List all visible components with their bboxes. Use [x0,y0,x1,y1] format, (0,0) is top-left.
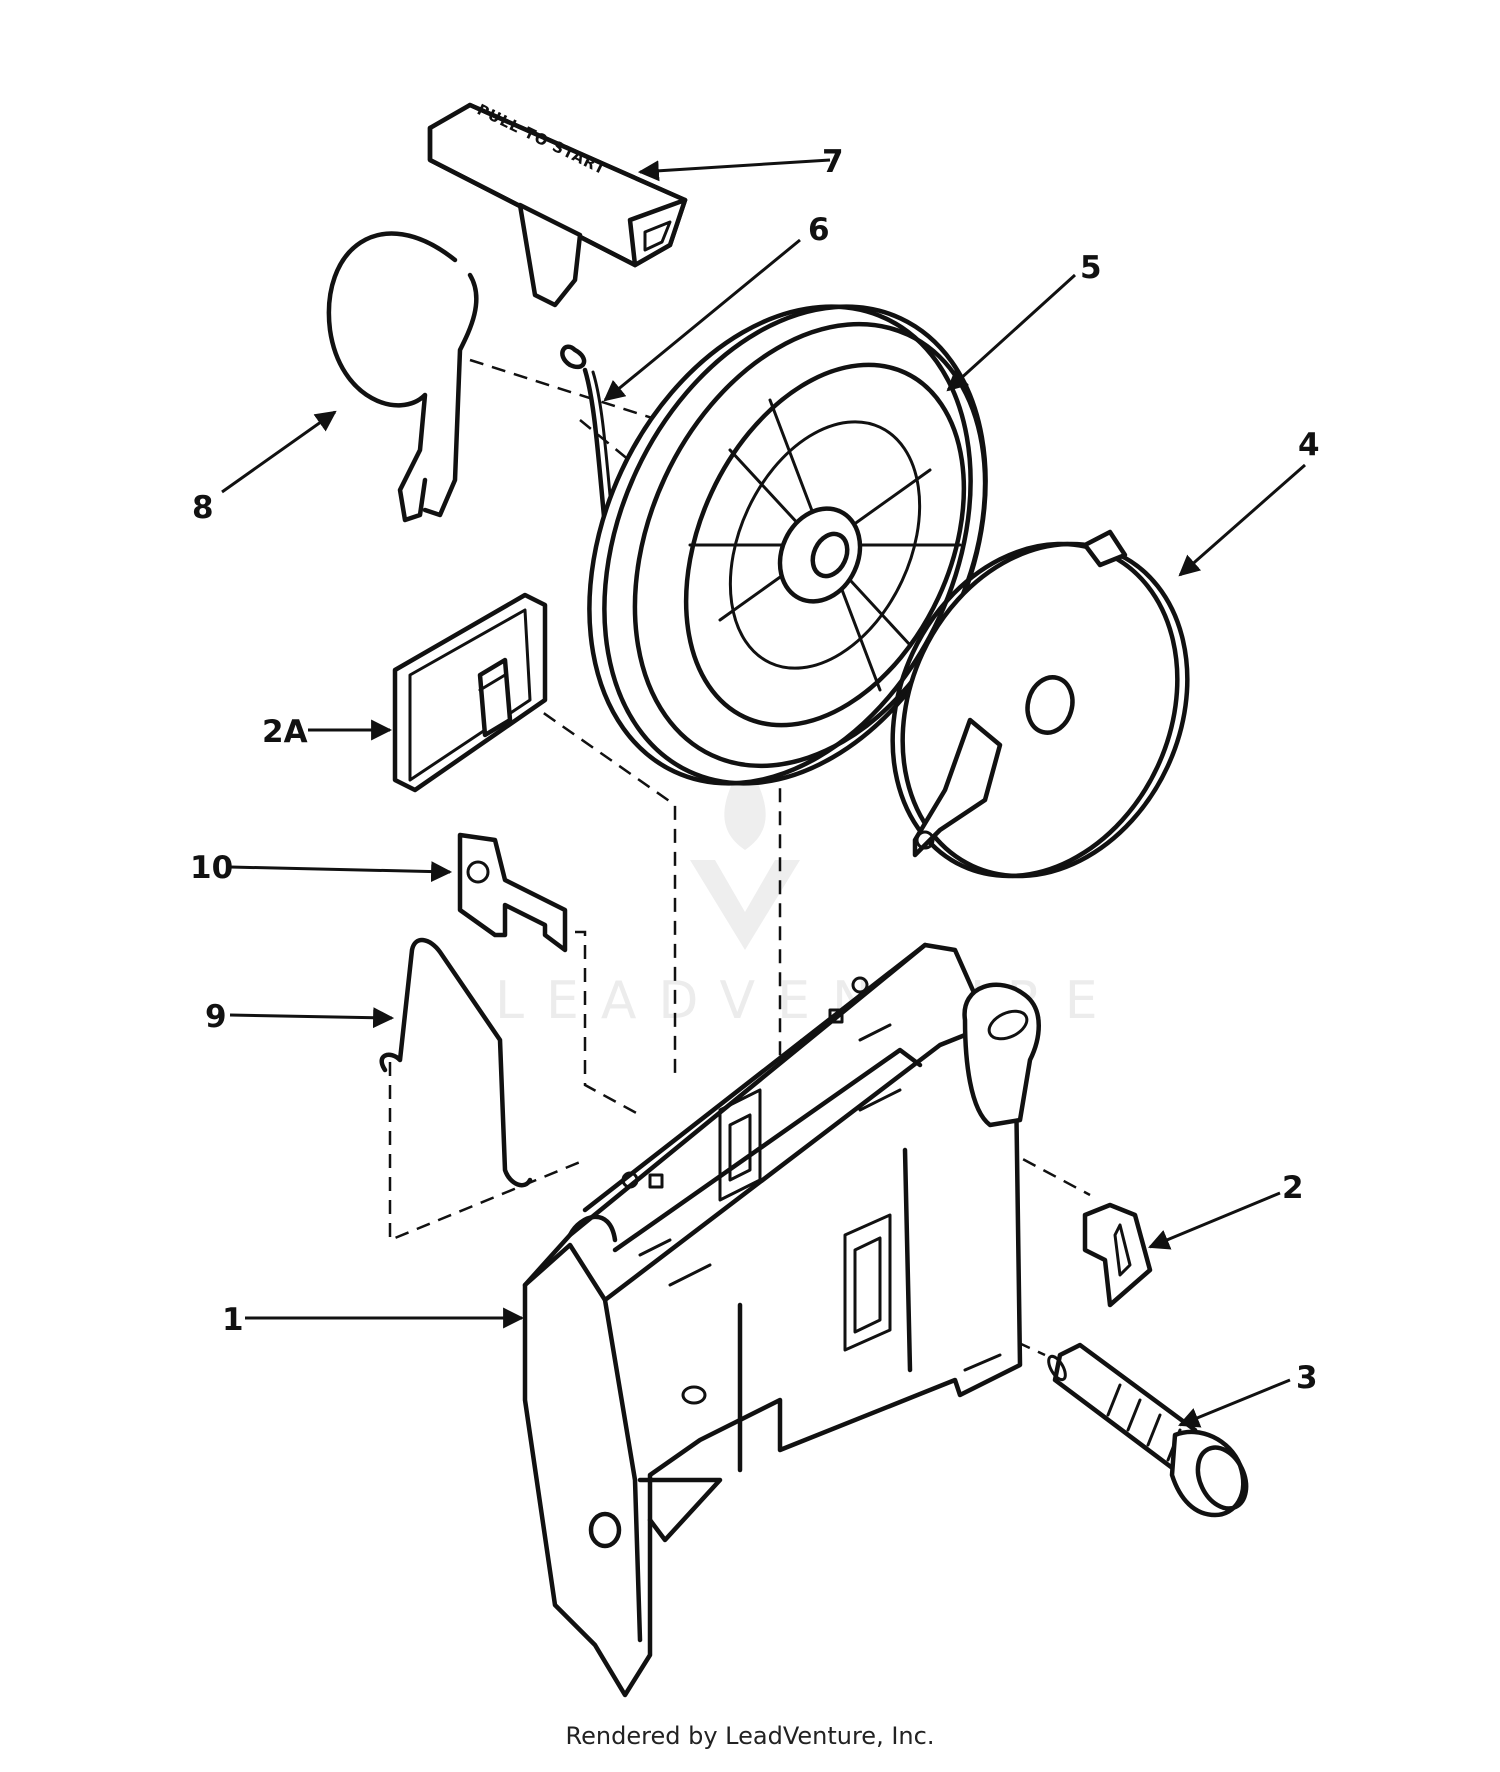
leader-lines [221,158,1306,1428]
watermark-v-icon [690,860,800,950]
footer-credit: Rendered by LeadVenture, Inc. [565,1722,935,1750]
part-4-rewind-spring-housing [890,529,1190,879]
part-8-wire-clip [326,231,479,523]
callout-1: 1 [222,1302,244,1338]
part-5-pulley-gear [587,304,988,786]
part-2a-brake-plate [392,592,548,793]
part-3-shoulder-bolt [1047,1342,1249,1518]
callout-2: 2 [1282,1170,1304,1206]
callout-4: 4 [1298,427,1320,463]
part-9-wire-spring [379,937,533,1188]
part-1-mounting-bracket [522,942,1041,1698]
callout-3: 3 [1296,1360,1318,1396]
part-2-retainer-clip [1082,1202,1153,1308]
callout-8: 8 [192,490,214,526]
callout-6: 6 [808,212,830,248]
callout-5: 5 [1080,250,1102,286]
callout-7: 7 [822,144,844,180]
callout-labels: 7 6 5 4 8 2A 10 9 1 2 3 [190,144,1320,1396]
callout-10: 10 [190,850,233,886]
callout-2a: 2A [262,714,308,750]
callout-9: 9 [205,999,227,1035]
part-10-lever [457,832,568,953]
part-7-starter-handle: PULL TO START [427,100,688,308]
